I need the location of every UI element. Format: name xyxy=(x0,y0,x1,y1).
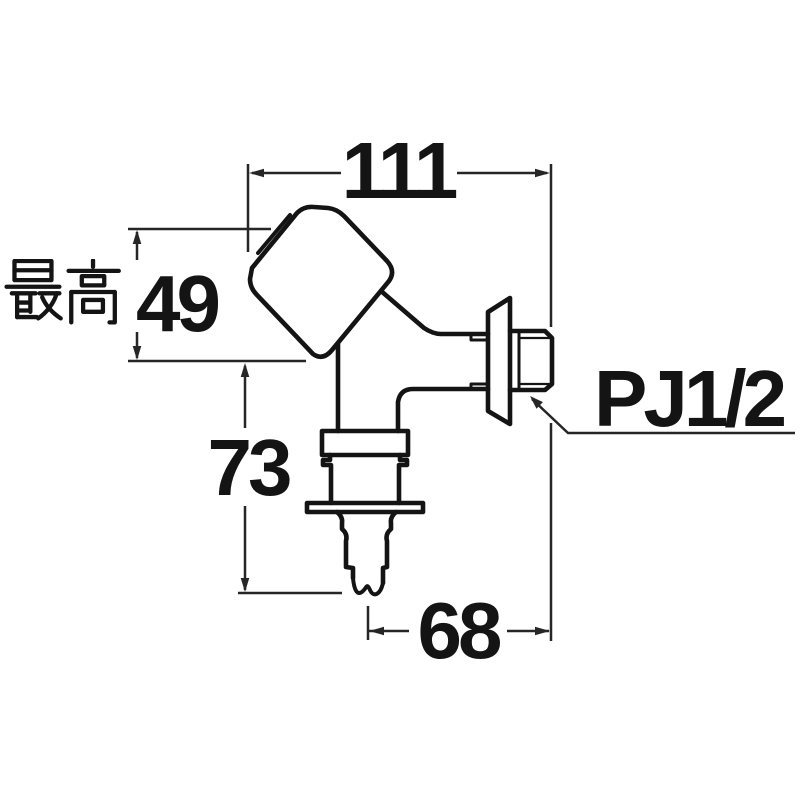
dim-label-top-width: 111 xyxy=(341,126,459,215)
dim-68-arrow-left xyxy=(369,626,384,636)
dim-label-handle-height-kanji: 最高 xyxy=(4,258,122,325)
dim-111-arrow-right xyxy=(535,168,550,178)
dim-73-arrow-down xyxy=(240,578,250,592)
inlet-pipe-bottom xyxy=(395,386,491,434)
thread-root-lines xyxy=(518,336,553,386)
thread-nipple xyxy=(507,328,555,393)
spout-flange xyxy=(319,428,411,458)
thread-leader-arrow xyxy=(530,396,543,409)
kanji-kou xyxy=(66,258,121,325)
dim-49-arrow-up xyxy=(132,230,142,244)
dim-68-arrow-right xyxy=(535,626,550,636)
spout-neck-right xyxy=(380,509,399,586)
dimension-lines xyxy=(128,164,795,641)
inlet-pipe-top xyxy=(378,288,491,337)
pipe-collar-top xyxy=(469,332,490,342)
pipe-collar-bottom xyxy=(469,382,490,391)
dim-label-thread-spec: PJ1/2 xyxy=(594,354,787,443)
kanji-sai xyxy=(4,258,63,321)
thread-leader-line xyxy=(531,398,795,435)
kanji-saikou-glyphs xyxy=(4,258,121,325)
wall-flange xyxy=(485,295,513,427)
handle-cap-seam xyxy=(256,213,292,255)
dim-label-bottom-width: 68 xyxy=(417,586,503,675)
spout-break-line xyxy=(351,576,385,597)
faucet-outline xyxy=(247,204,555,597)
spout-neck-left xyxy=(334,509,356,581)
spout-skirt xyxy=(304,500,426,515)
dim-label-body-height: 73 xyxy=(207,423,293,512)
dim-111-arrow-left xyxy=(249,168,264,178)
spout-side-right xyxy=(396,452,410,506)
spout-side-left xyxy=(320,452,334,506)
dim-label-handle-height-value: 49 xyxy=(136,259,221,348)
handle-outline xyxy=(247,204,395,360)
dim-49-arrow-down xyxy=(132,346,142,360)
dim-73-arrow-up xyxy=(240,363,250,377)
